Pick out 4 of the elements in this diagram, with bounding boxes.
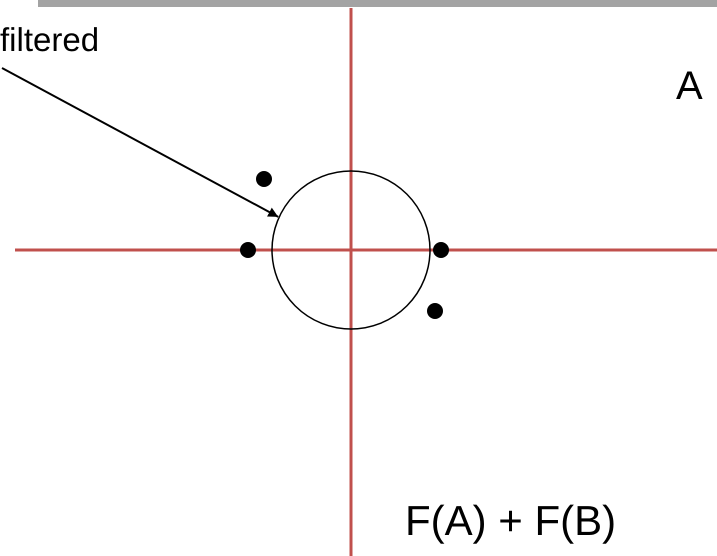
callout-text: filtered <box>0 22 100 58</box>
text-label: A <box>676 66 703 106</box>
arrow <box>2 67 279 218</box>
text-label: F(A) + F(B) <box>405 500 616 542</box>
